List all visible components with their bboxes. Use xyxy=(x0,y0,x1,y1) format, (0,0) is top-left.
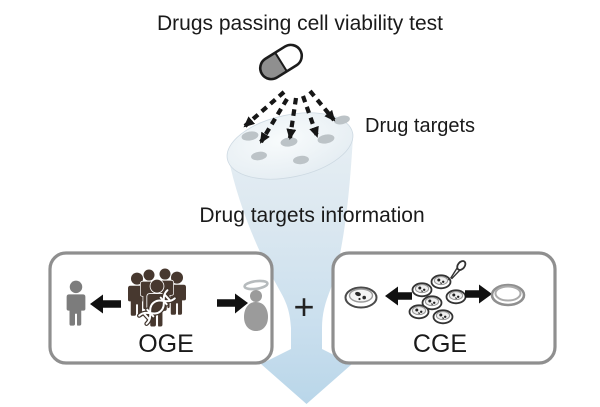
drug-target-dot xyxy=(293,155,309,165)
diagram-title: Drugs passing cell viability test xyxy=(157,12,443,35)
capsule-icon xyxy=(258,43,304,81)
funnel-body xyxy=(228,136,353,404)
oge-label: OGE xyxy=(138,330,194,358)
petri-dish-cluster-pipette-icon xyxy=(408,260,467,325)
arrow-left-icon xyxy=(90,294,121,314)
dna-icon xyxy=(137,287,177,327)
drug-target-dot xyxy=(334,115,350,125)
arrow-right-icon xyxy=(217,293,248,314)
drug-target-dot xyxy=(317,134,335,144)
dashed-arrow xyxy=(301,95,319,138)
drug-target-dot xyxy=(251,151,267,161)
arrow-left-icon xyxy=(385,286,412,306)
dashed-arrow xyxy=(308,89,336,122)
arrow-right-icon xyxy=(465,284,492,304)
drug-target-dots xyxy=(241,115,350,165)
dashed-drop-arrows xyxy=(243,89,336,144)
pipette-icon xyxy=(447,260,467,281)
plus-sign: + xyxy=(293,286,315,327)
drug-target-dot xyxy=(241,131,259,141)
empty-petri-dish-icon xyxy=(490,283,526,307)
dashed-arrow xyxy=(243,90,286,128)
dashed-arrow xyxy=(259,97,289,144)
drug-targets-label: Drug targets xyxy=(365,115,476,137)
people-group-dna-icon xyxy=(127,267,187,328)
cge-label: CGE xyxy=(412,330,468,358)
petri-dish-cells-icon xyxy=(344,286,378,309)
halo-person-icon xyxy=(243,279,269,331)
drug-targets-info-label: Drug targets information xyxy=(199,204,425,227)
cge-box xyxy=(331,251,557,365)
funnel-shape xyxy=(226,112,354,404)
